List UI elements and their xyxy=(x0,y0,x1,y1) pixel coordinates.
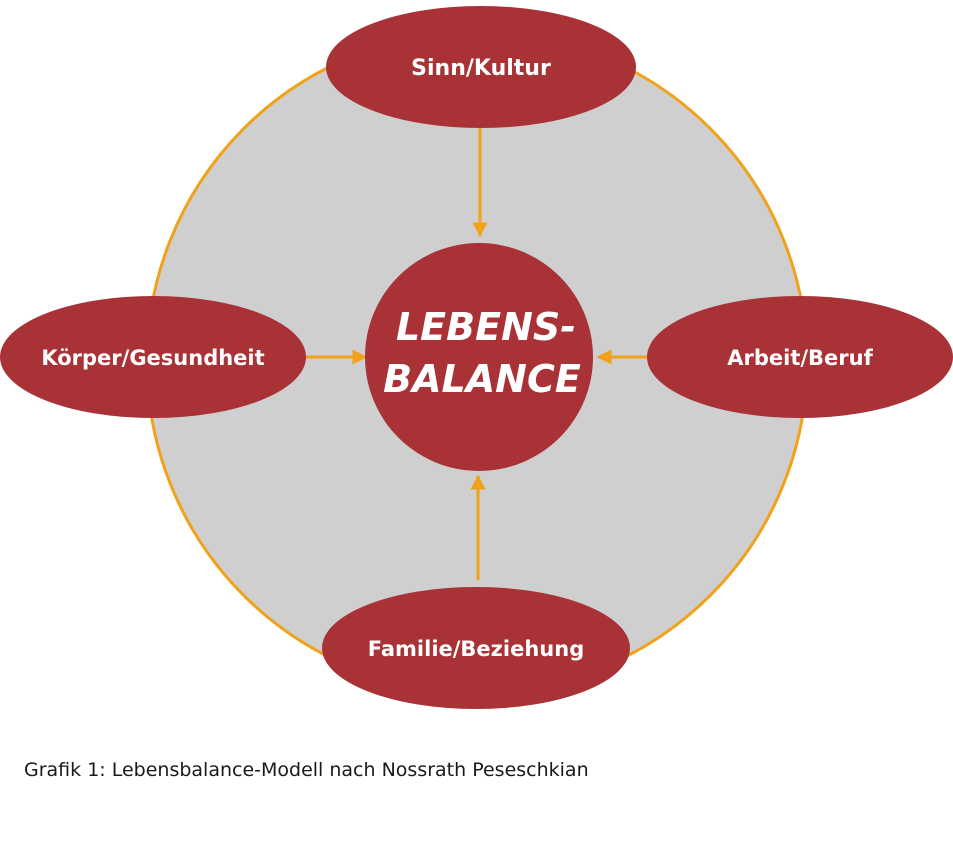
lebensbalance-diagram: LEBENS- BALANCE Sinn/Kultur Körper/Gesun… xyxy=(0,6,953,709)
node-familie-beziehung xyxy=(322,587,630,709)
center-label-line1: LEBENS- xyxy=(396,305,576,349)
node-koerper-gesundheit-label: Körper/Gesundheit xyxy=(41,346,264,370)
node-sinn-kultur xyxy=(326,6,636,128)
figure-caption: Grafik 1: Lebensbalance-Modell nach Noss… xyxy=(24,759,589,781)
node-familie-beziehung-label: Familie/Beziehung xyxy=(368,637,584,661)
center-circle xyxy=(365,243,593,471)
node-koerper-gesundheit xyxy=(0,296,306,418)
node-arbeit-beruf-label: Arbeit/Beruf xyxy=(727,346,873,370)
node-sinn-kultur-label: Sinn/Kultur xyxy=(411,56,551,81)
node-arbeit-beruf xyxy=(647,296,953,418)
center-label-line2: BALANCE xyxy=(383,357,581,401)
